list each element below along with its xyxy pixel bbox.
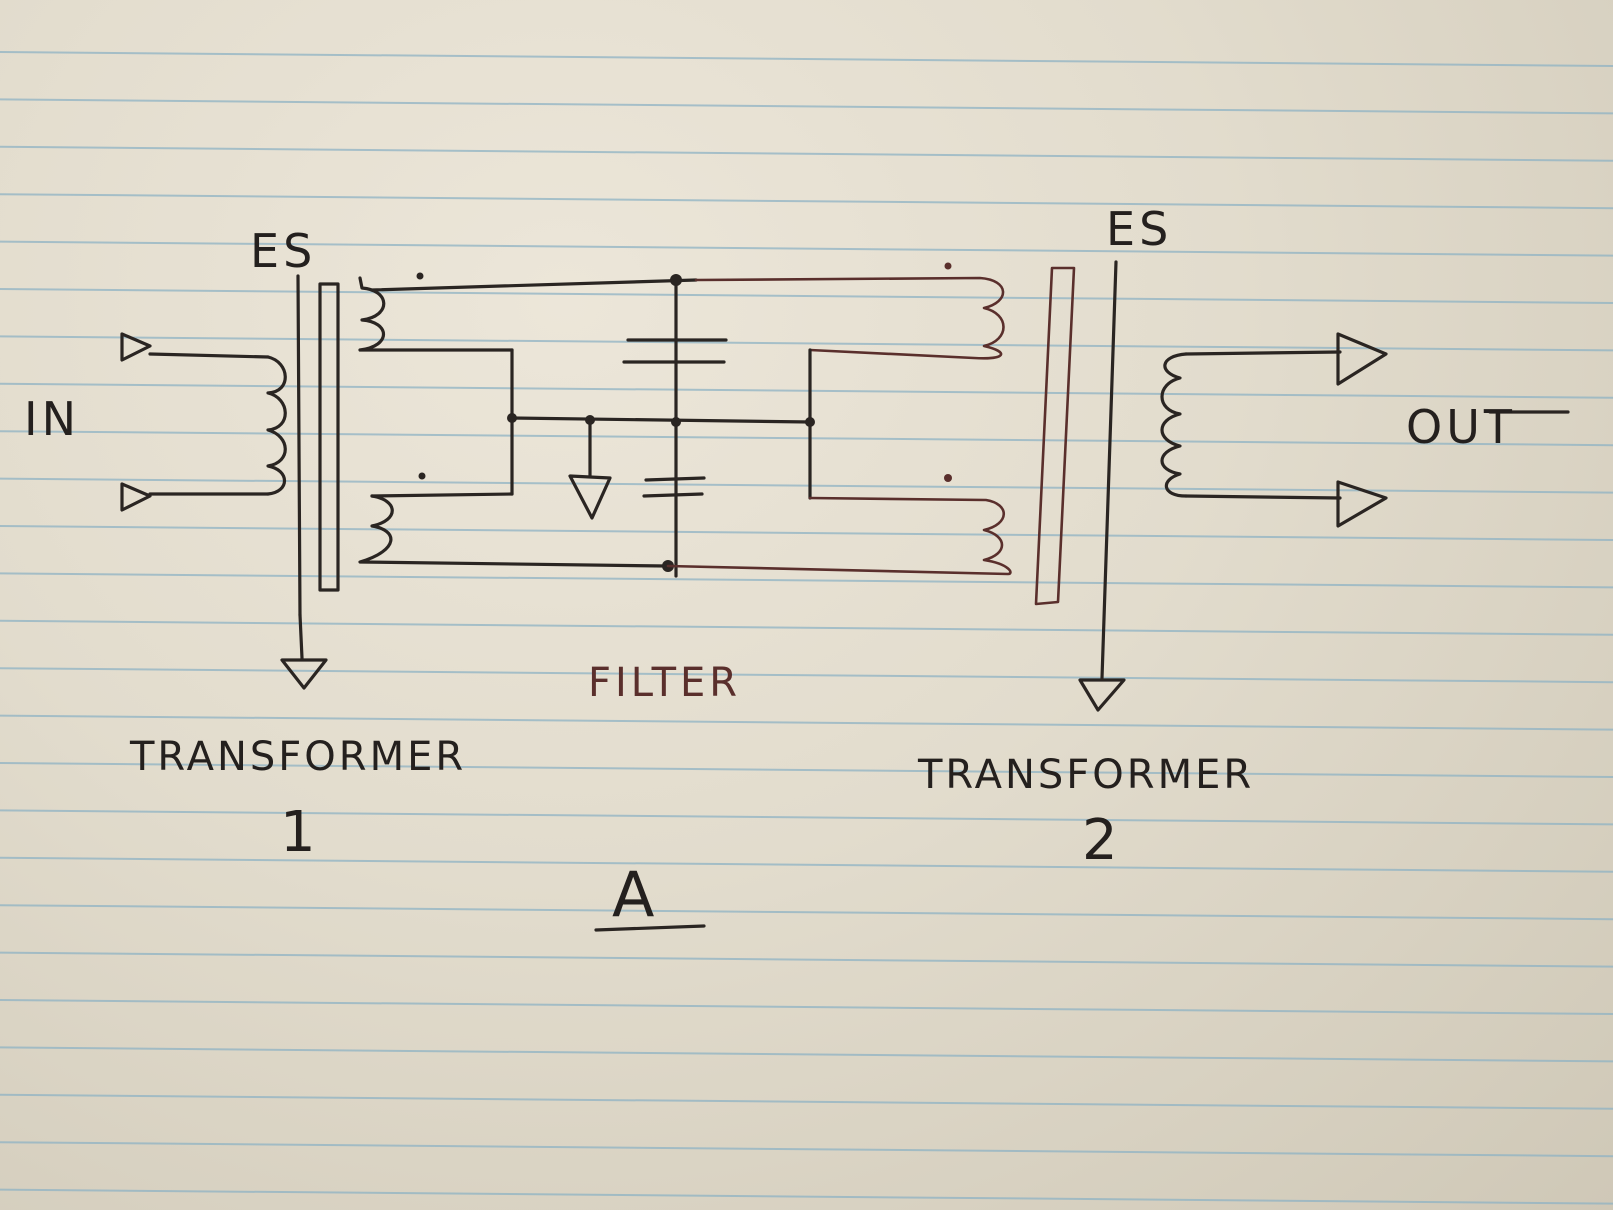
shield-2	[1034, 260, 1126, 712]
transformer-1-primary-coil	[266, 355, 287, 496]
shield-1	[280, 274, 340, 690]
shield-1-ground-lead	[298, 613, 304, 660]
rule-line	[0, 1141, 1613, 1158]
transformer-1-label: TRANSFORMER	[130, 734, 467, 780]
rule-line	[0, 430, 1613, 447]
rule-line	[0, 1093, 1613, 1110]
capacitor-bottom-plate-2	[642, 492, 704, 498]
transformer-2-primary-coils	[666, 262, 1012, 576]
rule-line	[0, 951, 1613, 968]
shield-2-ground-icon	[1078, 678, 1126, 712]
figure-letter: A	[612, 858, 659, 931]
filter-network	[507, 274, 812, 578]
rule-line	[0, 904, 1613, 921]
shield-1-plate	[296, 274, 302, 617]
filter-label: FILTER	[588, 660, 742, 706]
rule-line	[0, 477, 1613, 494]
output-terminal-top	[1336, 332, 1388, 386]
rule-line	[0, 1188, 1613, 1205]
polarity-dot	[944, 262, 952, 270]
input-terminals	[120, 332, 270, 512]
rule-line	[0, 667, 1613, 684]
shield-1-label: ES	[250, 224, 317, 278]
output-wire-top	[1184, 350, 1342, 356]
shield-2-plate	[1100, 260, 1118, 680]
shield-2-label: ES	[1106, 202, 1173, 256]
shield-1-ground-icon	[280, 658, 328, 690]
rule-line	[0, 335, 1613, 352]
output-terminal-bottom	[1336, 480, 1388, 528]
rule-line	[0, 809, 1613, 826]
transformer-1-number: 1	[280, 800, 320, 865]
rule-line	[0, 856, 1613, 873]
input-terminal-top	[120, 332, 152, 362]
rule-line	[0, 762, 1613, 778]
ground-icon	[568, 474, 612, 520]
output-wire-bottom	[1184, 494, 1342, 500]
rule-line	[0, 1046, 1613, 1063]
rule-line	[0, 145, 1613, 162]
rule-line	[0, 572, 1613, 589]
shield-1-core	[318, 282, 340, 592]
rule-line	[0, 193, 1613, 210]
input-wire-top	[148, 352, 270, 359]
rule-line	[0, 382, 1613, 399]
rule-line	[0, 51, 1613, 67]
rule-line	[0, 98, 1613, 115]
transformer-1-secondary-coils	[358, 272, 698, 568]
shield-2-core	[1034, 266, 1076, 606]
transformer-2-label: TRANSFORMER	[918, 752, 1255, 798]
rule-line	[0, 714, 1613, 731]
output-label: OUT	[1406, 400, 1516, 454]
polarity-dot	[418, 472, 426, 480]
rule-line	[0, 288, 1613, 304]
rule-line	[0, 999, 1613, 1015]
rule-line	[0, 525, 1613, 541]
capacitor-bottom-plate-1	[644, 476, 706, 482]
figure-letter-underline	[594, 924, 706, 932]
transformer-2-number: 2	[1082, 808, 1122, 873]
rule-line	[0, 619, 1613, 636]
input-terminal-bottom	[120, 482, 152, 512]
input-label: IN	[24, 392, 80, 446]
transformer-2-secondary-coil	[1160, 332, 1570, 528]
polarity-dot	[944, 474, 952, 482]
rule-line	[0, 240, 1613, 257]
polarity-dot	[416, 272, 424, 280]
